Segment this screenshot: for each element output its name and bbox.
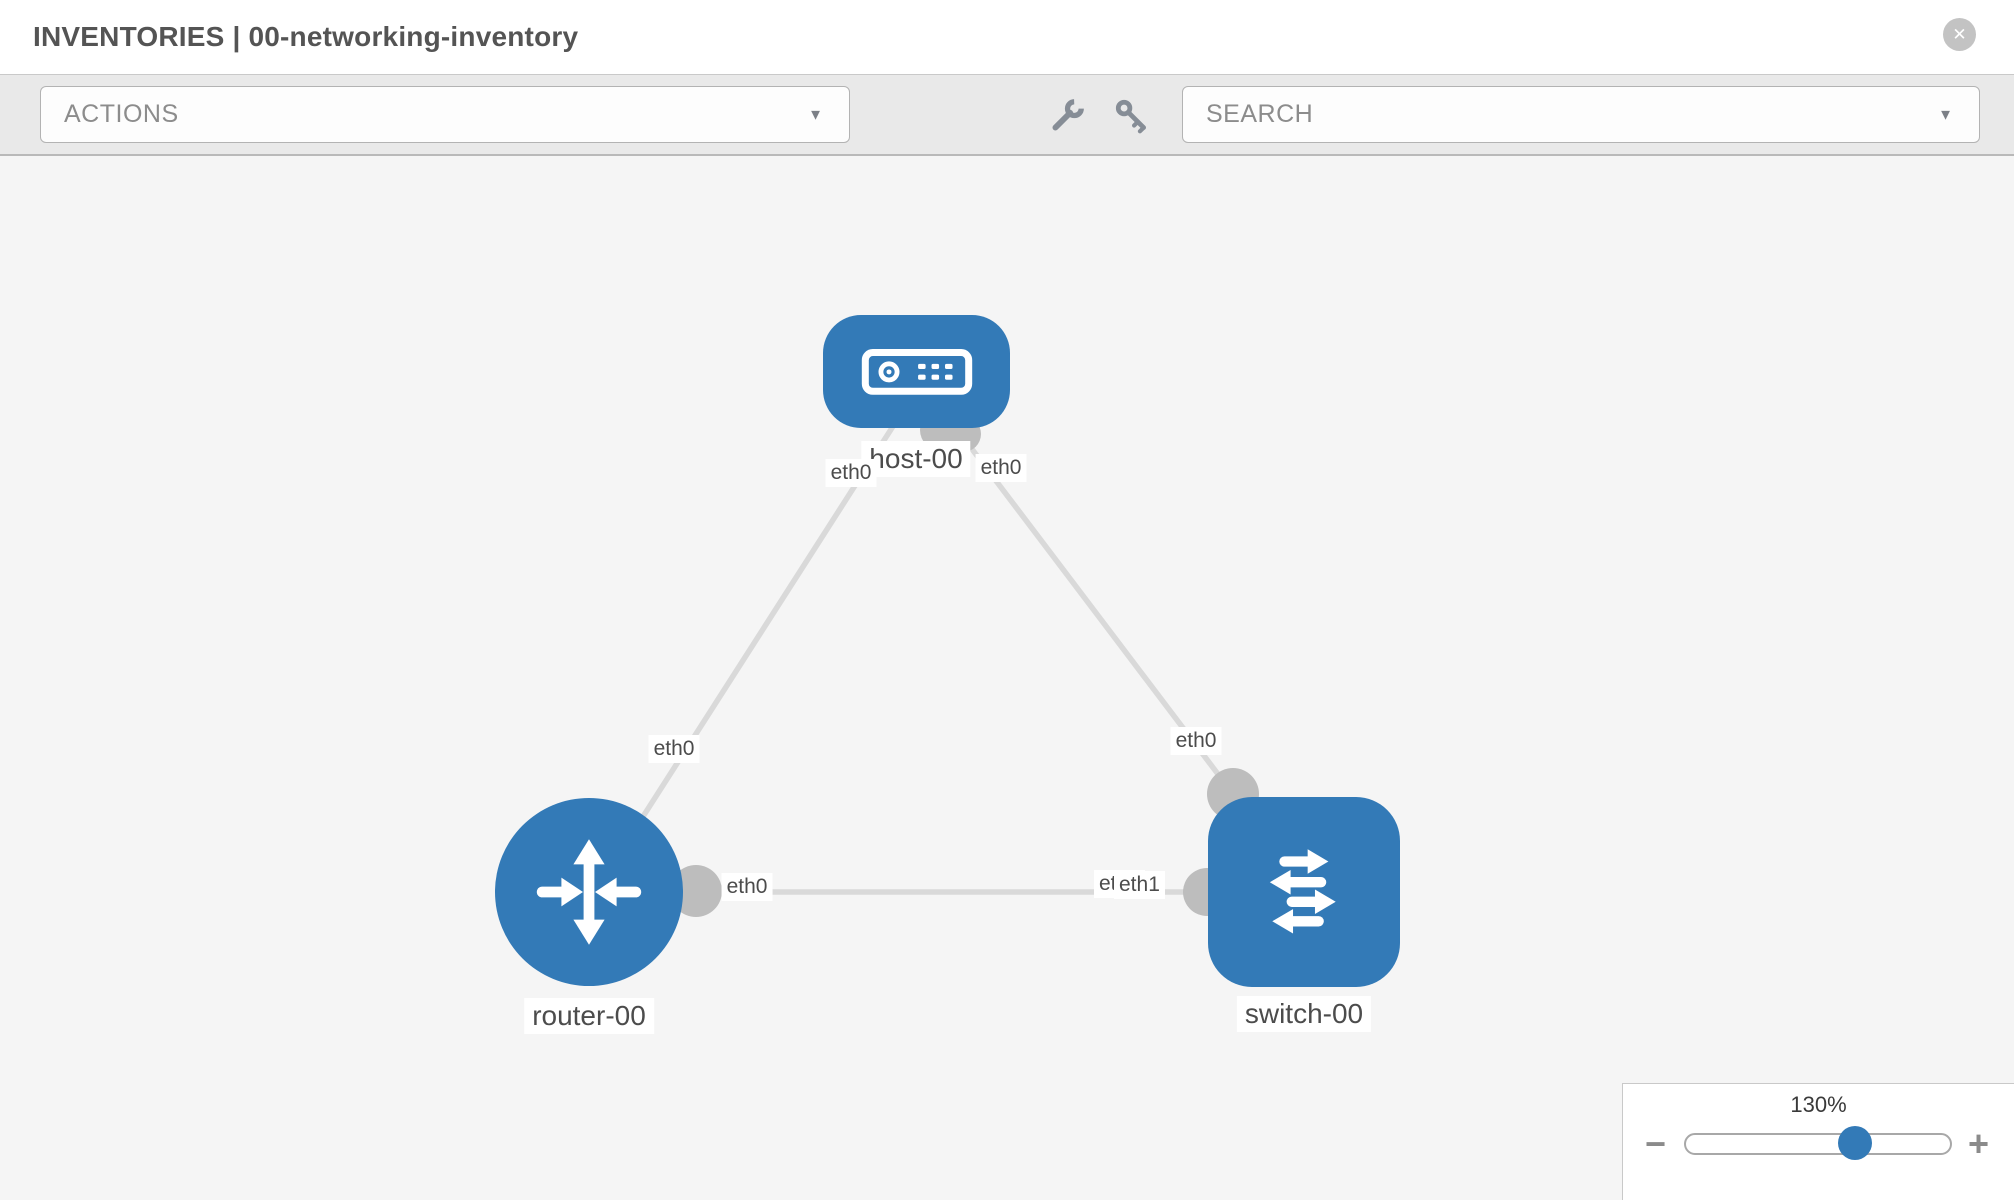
- zoom-slider-thumb[interactable]: [1838, 1126, 1873, 1160]
- toolbar: ACTIONS ▼ SEARCH ▼: [0, 74, 2014, 156]
- close-icon: ✕: [1952, 24, 1967, 44]
- switch-icon: [1269, 849, 1336, 934]
- zoom-out-button[interactable]: −: [1645, 1123, 1667, 1164]
- search-dropdown-label: SEARCH: [1206, 100, 1314, 128]
- interface-connector-router[interactable]: [670, 865, 722, 917]
- topology-canvas[interactable]: host-00 router-00 switch-00 eth0 eth0 et…: [0, 156, 2014, 1200]
- link-host-router[interactable]: [625, 418, 900, 842]
- node-label-switch: switch-00: [1236, 996, 1372, 1033]
- node-host-00[interactable]: [823, 315, 1010, 428]
- wrench-icon: [1052, 99, 1084, 131]
- close-button[interactable]: ✕: [1943, 18, 1976, 51]
- search-dropdown[interactable]: SEARCH ▼: [1182, 86, 1980, 143]
- chevron-down-icon: ▼: [808, 106, 823, 123]
- iface-label-router-host: eth0: [648, 735, 700, 764]
- iface-label-host-right: eth0: [975, 454, 1027, 483]
- zoom-level-value: 130%: [1790, 1092, 1847, 1117]
- iface-label-router-switch: eth0: [721, 873, 773, 902]
- zoom-control-panel: 130% − +: [1622, 1083, 2014, 1200]
- zoom-in-button[interactable]: +: [1968, 1123, 1990, 1164]
- iface-label-host-left: eth0: [825, 459, 877, 488]
- node-label-router: router-00: [524, 998, 654, 1035]
- actions-dropdown-label: ACTIONS: [64, 100, 179, 128]
- node-label-host: host-00: [861, 441, 971, 478]
- node-switch-00[interactable]: [1208, 797, 1400, 987]
- node-router-00[interactable]: [495, 798, 683, 986]
- credentials-button[interactable]: [1113, 97, 1151, 135]
- window-header: INVENTORIES | 00-networking-inventory ✕: [0, 0, 2014, 74]
- configure-button[interactable]: [1048, 97, 1086, 135]
- iface-label-switch-host: eth0: [1170, 727, 1222, 756]
- zoom-slider-track[interactable]: [1684, 1126, 1953, 1160]
- chevron-down-icon: ▼: [1938, 106, 1953, 123]
- actions-dropdown[interactable]: ACTIONS ▼: [40, 86, 850, 143]
- iface-label-switch-eth1-over: eth1: [1114, 871, 1165, 900]
- zoom-slider-row: − +: [1623, 1118, 2014, 1170]
- key-icon: [1115, 99, 1146, 134]
- router-icon: [536, 839, 642, 945]
- page-title: INVENTORIES | 00-networking-inventory: [33, 21, 579, 52]
- host-icon: [861, 348, 972, 395]
